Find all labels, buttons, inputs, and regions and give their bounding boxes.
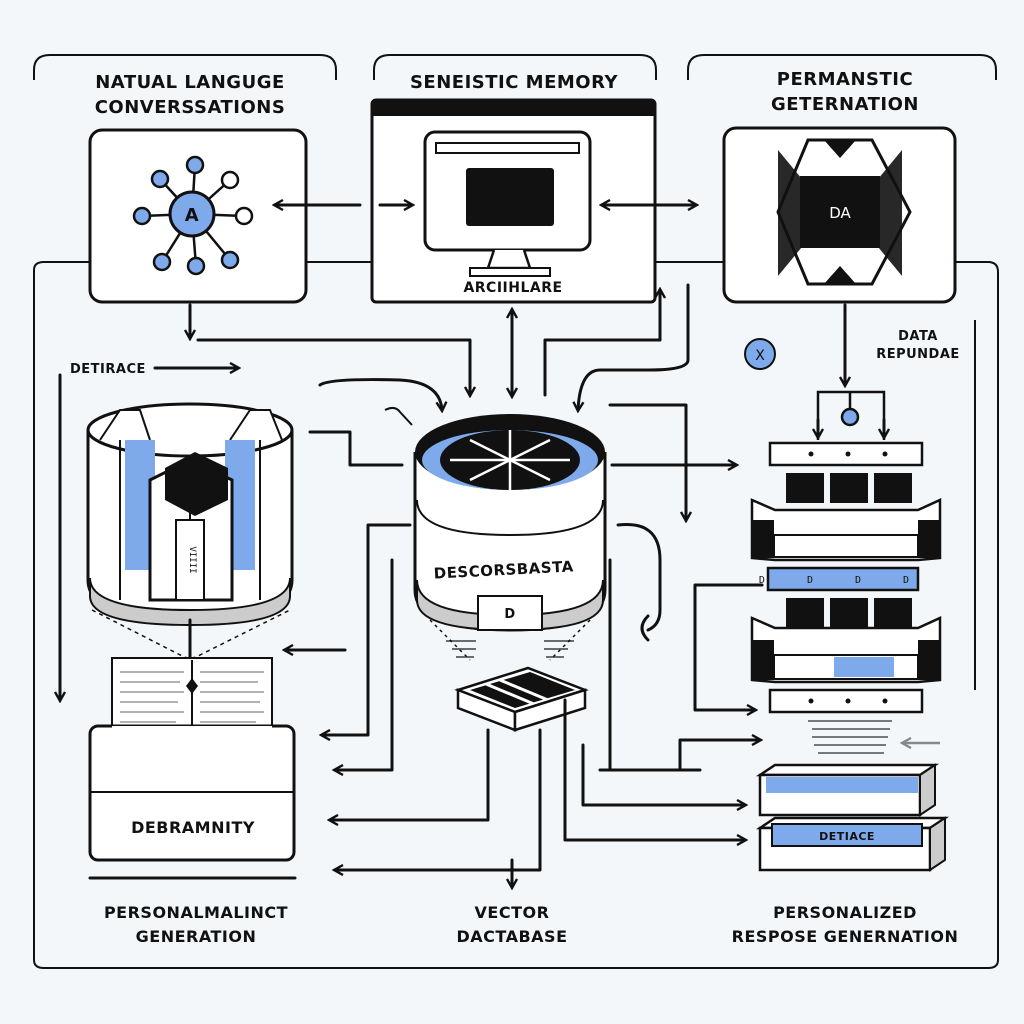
tray-icon (454, 666, 589, 732)
storage-cylinder-icon: VIIII (86, 402, 294, 627)
debramnity-box: DEBRAMNITY (88, 724, 296, 862)
semantic-memory-panel: ARCIIHLARE (370, 98, 657, 304)
personal-right-label-1: PERSONALIZED (773, 903, 917, 922)
vector-db-label-2: DACTABASE (457, 927, 568, 946)
center-node (168, 190, 216, 238)
personal-left-label-2: GENERATION (136, 927, 257, 946)
detiace-tray-label: DETIACE (819, 830, 875, 843)
vector-db-label-1: VECTOR (475, 903, 550, 922)
detiace-tray-icon: DETIACE (755, 763, 950, 872)
data-response-label-1: DATA (898, 329, 938, 344)
x-badge-icon: X (744, 338, 776, 370)
natural-language-label-2: CONVERSSATIONS (95, 97, 286, 118)
stack-tags: D D D D (759, 575, 927, 586)
detirace-label: DETIRACE (70, 362, 146, 377)
debramnity-label: DEBRAMNITY (131, 818, 255, 837)
center-arrows (196, 283, 940, 887)
generation-panel: DA (722, 126, 957, 304)
personal-right-label-2: RESPOSE GENERNATION (732, 927, 959, 946)
center-node-letter: A (185, 205, 199, 226)
permanstic-label-1: PERMANSTIC (777, 69, 913, 90)
personal-left-label-1: PERSONALMALINCT (104, 903, 288, 922)
vector-database-icon: DESCORSBASTA D (413, 414, 607, 632)
architecture-label: ARCIIHLARE (463, 280, 562, 296)
da-label: DA (829, 204, 851, 222)
outer-frames (33, 54, 999, 969)
db-tag: D (504, 607, 515, 622)
semantic-memory-label: SENEISTIC MEMORY (410, 72, 619, 93)
x-badge-letter: X (755, 348, 765, 364)
permanstic-label-2: GETERNATION (771, 94, 919, 115)
book-spine-label: VIIII (187, 546, 197, 573)
dither-shadow (808, 720, 892, 754)
data-response-label-2: REPUNDAE (876, 347, 960, 362)
server-stack-icon: D D D D (750, 390, 942, 714)
conversation-network-panel: A (88, 128, 308, 304)
natural-language-label-1: NATUAL LANGUGE (95, 72, 285, 93)
